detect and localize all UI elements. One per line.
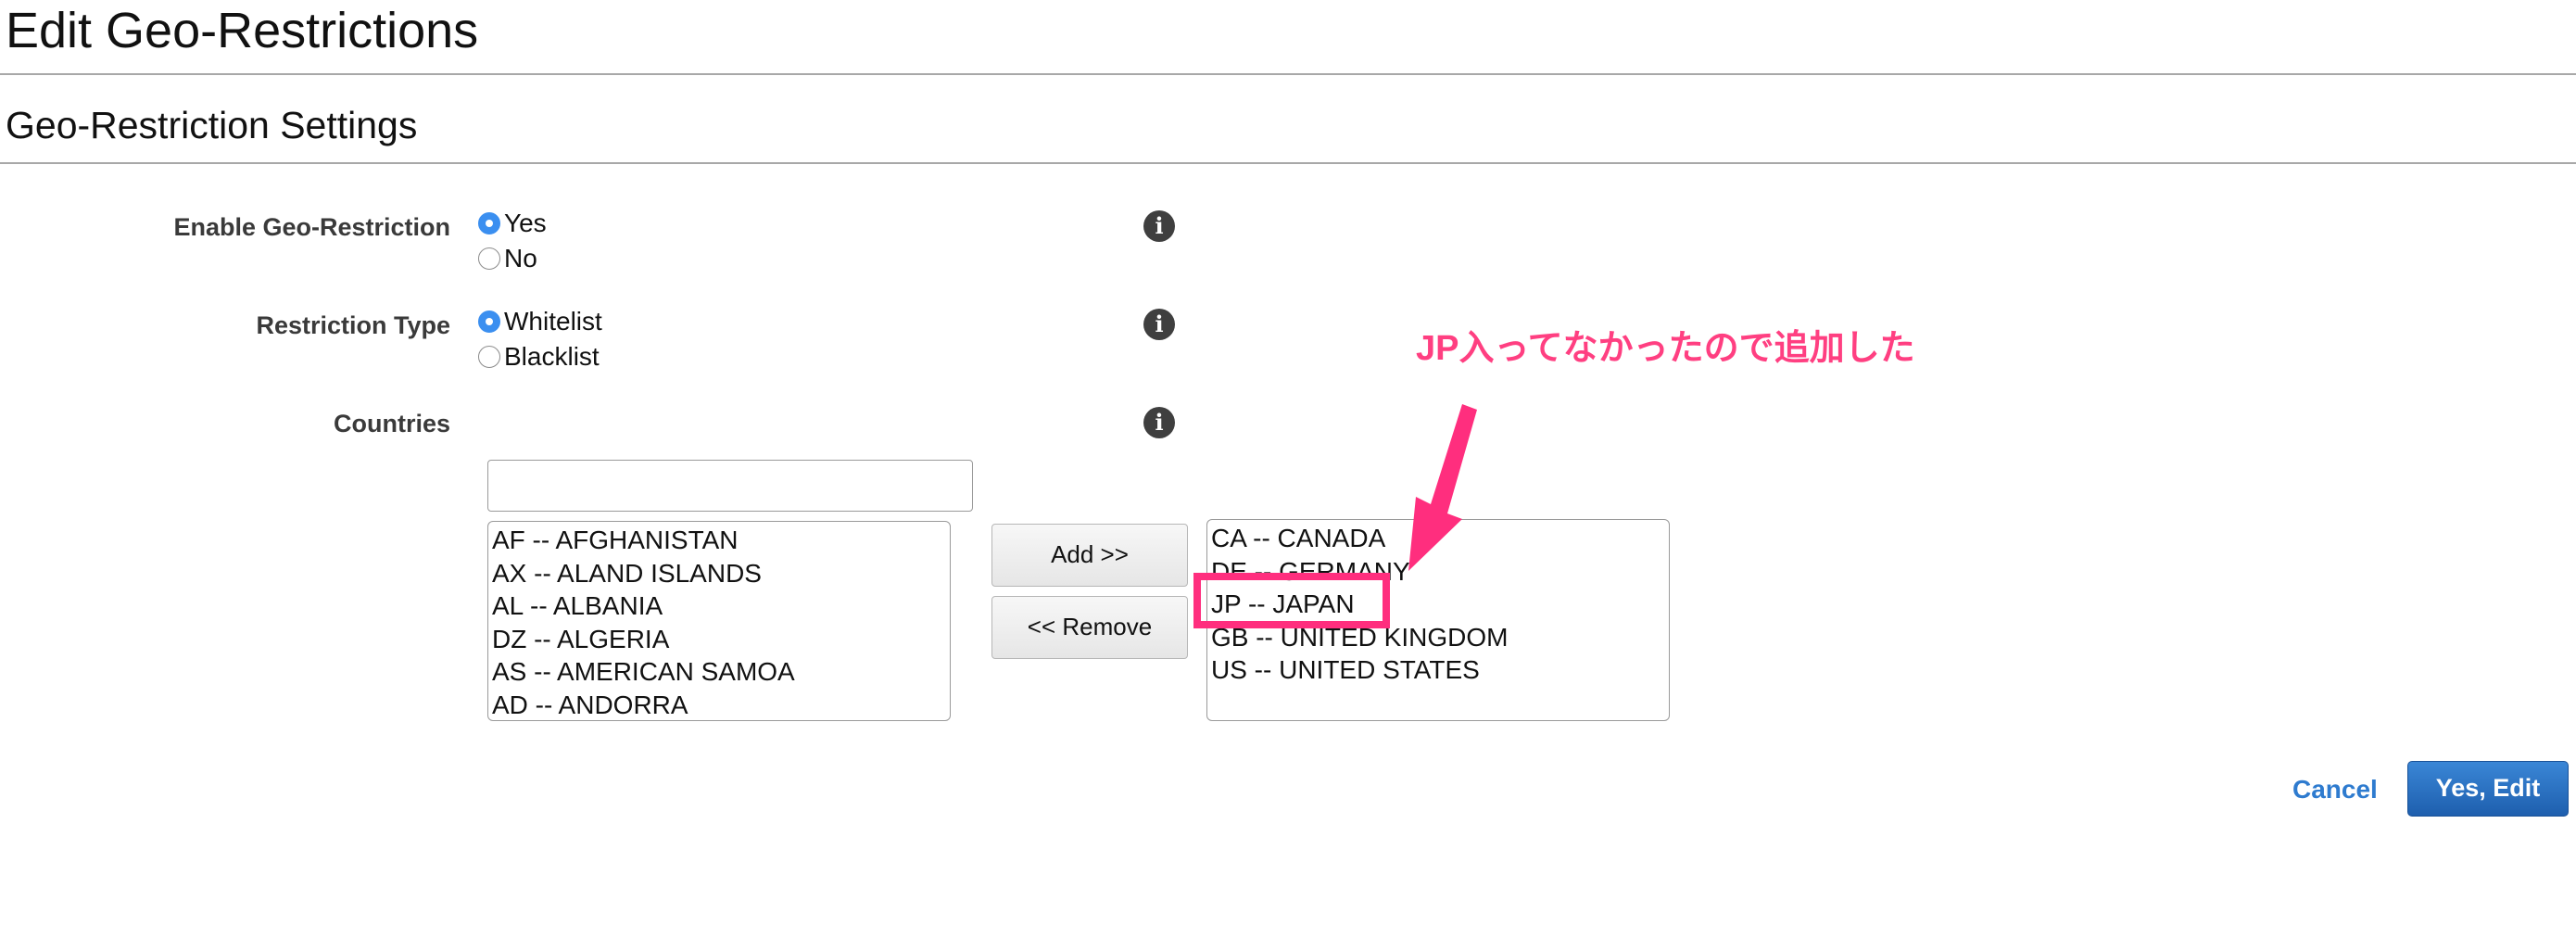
remove-button[interactable]: << Remove: [991, 596, 1188, 659]
enable-geo-restriction-label: Enable Geo-Restriction: [173, 213, 450, 241]
list-item[interactable]: AF -- AFGHANISTAN: [492, 526, 739, 554]
info-icon[interactable]: i: [1143, 407, 1175, 438]
radio-type-blacklist[interactable]: Blacklist: [478, 341, 600, 373]
page-title: Edit Geo-Restrictions: [6, 3, 479, 58]
list-item[interactable]: US -- UNITED STATES: [1211, 655, 1480, 685]
add-button[interactable]: Add >>: [991, 524, 1188, 587]
radio-type-whitelist[interactable]: Whitelist: [478, 306, 602, 337]
list-item[interactable]: AX -- ALAND ISLANDS: [492, 558, 762, 588]
list-item[interactable]: CA -- CANADA: [1211, 524, 1386, 552]
list-item[interactable]: JP -- JAPAN: [1211, 589, 1355, 619]
radio-enable-yes[interactable]: Yes: [478, 208, 547, 239]
restriction-type-label: Restriction Type: [256, 311, 450, 339]
yes-edit-button[interactable]: Yes, Edit: [2407, 761, 2569, 817]
radio-label-yes: Yes: [504, 209, 547, 237]
info-icon[interactable]: i: [1143, 210, 1175, 242]
radio-unchecked-icon[interactable]: [478, 247, 500, 270]
annotation-arrow-icon: [1408, 404, 1477, 571]
section-divider: [0, 162, 2576, 164]
list-item[interactable]: DE -- GERMANY: [1211, 556, 1410, 586]
list-item[interactable]: AL -- ALBANIA: [492, 591, 663, 621]
annotation-text: JP入ってなかったので追加した: [1416, 329, 1915, 368]
annotation-highlight-box: [1193, 573, 1390, 628]
section-title: Geo-Restriction Settings: [6, 104, 418, 146]
radio-unchecked-icon[interactable]: [478, 346, 500, 368]
radio-enable-no[interactable]: No: [478, 243, 537, 274]
radio-checked-icon[interactable]: [478, 212, 500, 234]
radio-label-whitelist: Whitelist: [504, 307, 602, 336]
title-divider: [0, 73, 2576, 75]
available-countries-list[interactable]: AF -- AFGHANISTAN AX -- ALAND ISLANDS AL…: [487, 521, 951, 721]
list-item[interactable]: DZ -- ALGERIA: [492, 624, 670, 653]
info-icon[interactable]: i: [1143, 309, 1175, 340]
countries-filter-input[interactable]: [487, 460, 973, 512]
radio-label-blacklist: Blacklist: [504, 342, 600, 371]
countries-label: Countries: [333, 410, 450, 437]
list-item[interactable]: AS -- AMERICAN SAMOA: [492, 657, 795, 687]
radio-label-no: No: [504, 244, 537, 272]
cancel-link[interactable]: Cancel: [2292, 775, 2378, 804]
list-item[interactable]: AD -- ANDORRA: [492, 690, 688, 719]
radio-checked-icon[interactable]: [478, 310, 500, 333]
